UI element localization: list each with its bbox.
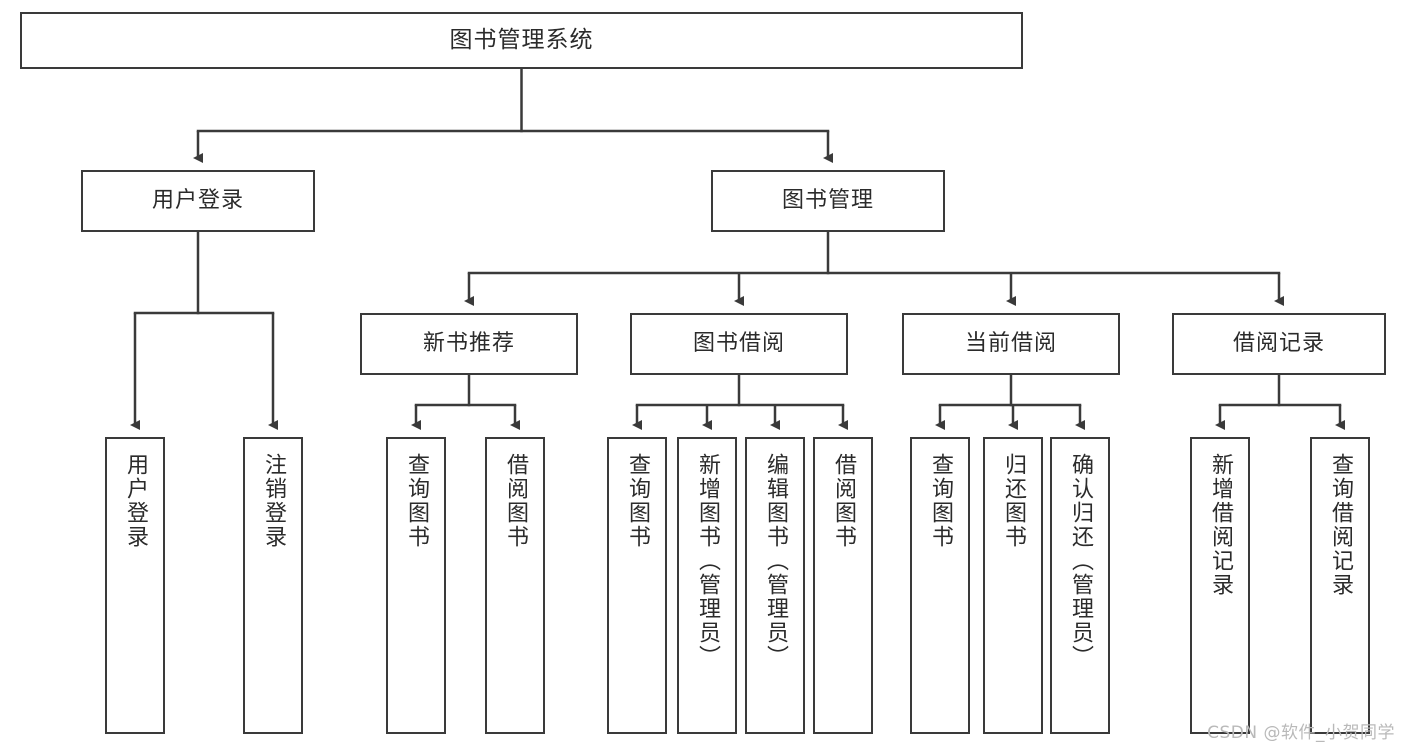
- node-book-borrow-label: 图书借阅: [692, 330, 785, 356]
- node-book-manage[interactable]: 图书管理: [711, 170, 945, 232]
- node-leaf-return-book[interactable]: 归还图书: [983, 437, 1043, 734]
- node-leaf-borrow-book[interactable]: 借阅图书: [813, 437, 873, 734]
- node-user-login-label: 用户登录: [151, 187, 244, 213]
- node-book-manage-label: 图书管理: [781, 187, 874, 213]
- node-current-borrow-label: 当前借阅: [964, 330, 1057, 356]
- node-leaf-user-login[interactable]: 用户登录: [105, 437, 165, 734]
- node-new-book-rec[interactable]: 新书推荐: [360, 313, 578, 375]
- node-leaf-query-book-rec[interactable]: 查询图书: [386, 437, 446, 734]
- node-root-label: 图书管理系统: [449, 26, 594, 53]
- node-user-login[interactable]: 用户登录: [81, 170, 315, 232]
- node-leaf-confirm-return-label: 确认归还（管理员）: [1067, 453, 1093, 669]
- node-leaf-borrow-book-rec[interactable]: 借阅图书: [485, 437, 545, 734]
- node-leaf-query-book-borrow-label: 查询图书: [624, 453, 650, 549]
- node-leaf-query-book-current-label: 查询图书: [927, 453, 953, 549]
- node-leaf-user-logout[interactable]: 注销登录: [243, 437, 303, 734]
- node-leaf-query-book-borrow[interactable]: 查询图书: [607, 437, 667, 734]
- node-leaf-borrow-book-label: 借阅图书: [830, 453, 856, 549]
- node-leaf-borrow-book-rec-label: 借阅图书: [502, 453, 528, 549]
- node-leaf-add-book[interactable]: 新增图书（管理员）: [677, 437, 737, 734]
- node-leaf-user-login-label: 用户登录: [122, 453, 148, 549]
- node-leaf-confirm-return[interactable]: 确认归还（管理员）: [1050, 437, 1110, 734]
- node-leaf-query-record-label: 查询借阅记录: [1327, 453, 1353, 597]
- node-borrow-record-label: 借阅记录: [1232, 330, 1325, 356]
- node-book-borrow[interactable]: 图书借阅: [630, 313, 848, 375]
- node-current-borrow[interactable]: 当前借阅: [902, 313, 1120, 375]
- node-leaf-add-record[interactable]: 新增借阅记录: [1190, 437, 1250, 734]
- node-leaf-query-record[interactable]: 查询借阅记录: [1310, 437, 1370, 734]
- node-leaf-return-book-label: 归还图书: [1000, 453, 1026, 549]
- node-leaf-edit-book-label: 编辑图书（管理员）: [762, 453, 788, 669]
- node-leaf-query-book-rec-label: 查询图书: [403, 453, 429, 549]
- node-leaf-add-book-label: 新增图书（管理员）: [694, 453, 720, 669]
- node-leaf-edit-book[interactable]: 编辑图书（管理员）: [745, 437, 805, 734]
- node-root[interactable]: 图书管理系统: [20, 12, 1023, 69]
- node-leaf-user-logout-label: 注销登录: [260, 453, 286, 549]
- node-new-book-rec-label: 新书推荐: [422, 330, 515, 356]
- node-borrow-record[interactable]: 借阅记录: [1172, 313, 1386, 375]
- node-leaf-query-book-current[interactable]: 查询图书: [910, 437, 970, 734]
- node-leaf-add-record-label: 新增借阅记录: [1207, 453, 1233, 597]
